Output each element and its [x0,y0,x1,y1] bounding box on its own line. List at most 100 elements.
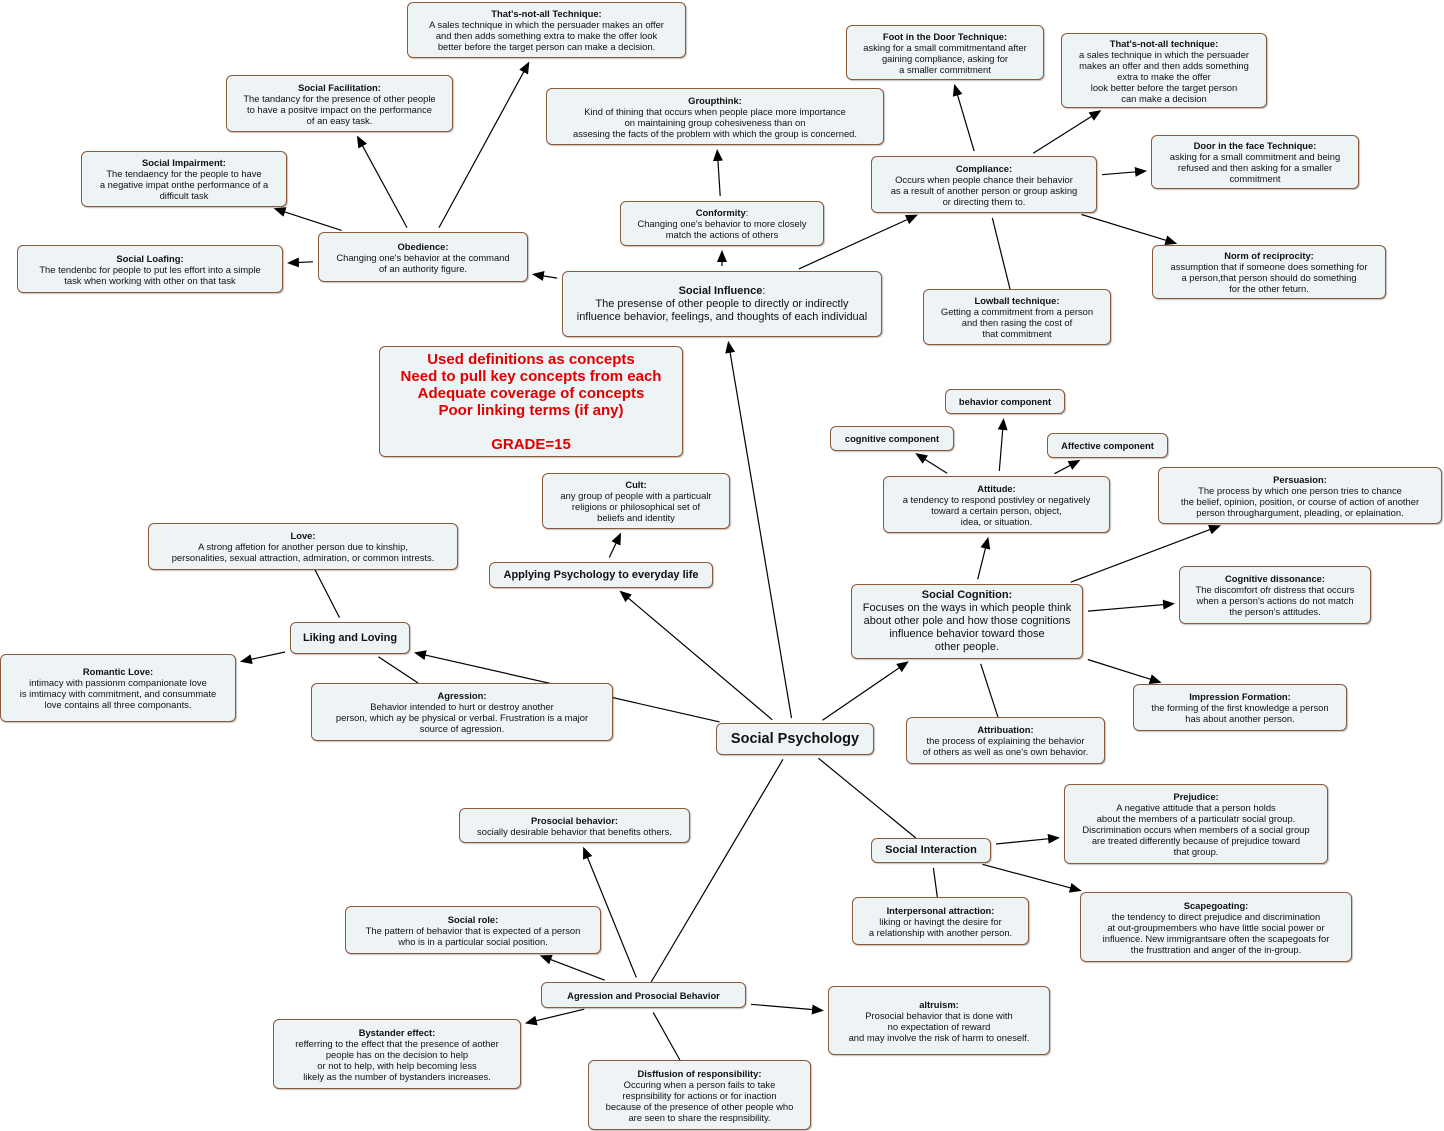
concept-description: the tendency to direct prejudice and dis… [1102,910,1330,955]
link-ll-love [314,569,341,618]
concept-title: That's-not-all Technique: [491,8,602,19]
concept-title: Lowball technique: [974,295,1060,306]
concept-description: The tendenbc for people to put les effor… [39,263,261,286]
concept-node-tna2[interactable]: That's-not-all technique:a sales techniq… [1061,33,1267,108]
title-separator: : [762,284,766,297]
link-comp-nor [1081,213,1178,246]
concept-title: Social Cognition: [921,589,1013,601]
concept-node-attr[interactable]: Attribuation:the process of explaining t… [906,717,1105,764]
concept-node-sc[interactable]: Social Cognition:Focuses on the ways in … [851,584,1083,659]
concept-node-alt[interactable]: altruism:Prosocial behavior that is done… [828,986,1050,1055]
concept-node-si[interactable]: Social Influence:The presense of other p… [562,271,882,337]
link-apb-alt [750,1003,824,1015]
link-apb-be [524,1008,585,1026]
concept-node-sg[interactable]: Scapegoating:the tendency to direct prej… [1080,892,1352,962]
concept-title: Affective component [1061,440,1154,451]
concept-description: A negative attitude that a person holds … [1082,802,1310,857]
concept-node-lb[interactable]: Lowball technique:Getting a commitment f… [923,289,1111,345]
concept-node-ob[interactable]: Obedience:Changing one's behavior at the… [318,232,528,282]
concept-description: The pattern of behavior that is expected… [365,924,581,947]
title-separator: : [745,207,749,218]
concept-node-sf[interactable]: Social Facilitation:The tandancy for the… [226,75,453,132]
concept-title: Agression and Prosocial Behavior [567,989,720,1001]
concept-node-nor[interactable]: Norm of reciprocity:assumption that if s… [1152,245,1386,299]
concept-title: Attribuation: [977,724,1034,735]
link-sc-pers [1070,524,1221,583]
concept-title: Social Influence: [678,284,766,297]
concept-title: Social Psychology [730,730,860,747]
link-ob-simp [273,207,342,231]
concept-title: Obedience: [397,240,449,252]
concept-node-note[interactable]: Used definitions as concepts Need to pul… [379,346,683,457]
concept-node-att[interactable]: Attitude:a tendency to respond postivley… [883,476,1110,533]
concept-node-pers[interactable]: Persuasion:The process by which one pers… [1158,467,1442,524]
concept-node-sint[interactable]: Social Interaction [871,838,991,863]
concept-description: the forming of the first knowledge a per… [1151,702,1329,724]
concept-node-cd[interactable]: Cognitive dissonance:The discomfort ofr … [1179,566,1371,624]
link-comp-tna2 [1032,110,1102,154]
link-sc-attr [980,663,999,718]
link-ob-tna1 [438,61,530,228]
concept-title: Social Facilitation: [298,81,381,93]
concept-title: Conformity: [695,207,749,218]
concept-node-bc[interactable]: behavior component [945,389,1065,414]
concept-node-conf[interactable]: Conformity:Changing one's behavior to mo… [620,201,824,246]
concept-title: cognitive component [844,433,940,444]
concept-node-ac[interactable]: Affective component [1047,433,1168,458]
concept-node-sp[interactable]: Social Psychology [716,723,874,755]
concept-node-ap[interactable]: Applying Psychology to everyday life [489,562,713,588]
concept-title: Cognitive dissonance: [1224,573,1326,584]
link-si-ob [531,271,558,281]
concept-description: refferring to the effect that the presen… [295,1037,499,1082]
concept-description: the process of explaining the behavior o… [922,735,1089,757]
link-apb-sr [539,954,605,981]
concept-title: Prejudice: [1173,791,1219,802]
concept-node-psb[interactable]: Prosocial behavior:socially desirable be… [459,808,690,843]
concept-node-be[interactable]: Bystander effect:refferring to the effec… [273,1019,521,1089]
concept-node-pre[interactable]: Prejudice:A negative attitude that a per… [1064,784,1328,864]
concept-node-love[interactable]: Love:A strong affetion for another perso… [148,523,458,570]
concept-node-ll[interactable]: Liking and Loving [290,622,410,654]
concept-node-ditf[interactable]: Door in the face Technique:asking for a … [1151,135,1359,189]
concept-description: The tendaency for the people to have a n… [99,168,269,201]
link-sp-sint [818,757,917,839]
concept-description: asking for a small commitmentand after g… [863,41,1027,75]
concept-node-cc[interactable]: cognitive component [830,426,954,451]
concept-node-comp[interactable]: Compliance:Occurs when people chance the… [871,156,1097,213]
concept-node-simp[interactable]: Social Impairment:The tendaency for the … [81,151,287,207]
concept-node-ag[interactable]: Agression:Behavior intended to hurt or d… [311,683,613,741]
concept-node-dr[interactable]: Disffusion of responsibility:Occuring wh… [588,1060,811,1130]
concept-description: A strong affetion for another person due… [171,541,435,563]
concept-node-if[interactable]: Impression Formation:the forming of the … [1133,684,1347,731]
concept-node-rl[interactable]: Romantic Love:intimacy with passionm com… [0,654,236,722]
concept-title: Groupthink: [688,94,742,106]
link-ob-sl [287,257,314,268]
link-si-comp [798,214,918,270]
concept-title: Prosocial behavior: [530,814,618,826]
link-sc-att [977,536,991,580]
concept-node-sr[interactable]: Social role:The pattern of behavior that… [345,906,601,954]
link-sp-ap [619,590,773,721]
concept-description: a tendency to respond postivley or negat… [902,493,1091,527]
link-att-bc [997,418,1008,472]
concept-title: altruism: [919,998,959,1010]
link-conf-gt [712,149,723,197]
concept-title: Norm of reciprocity: [1224,250,1314,261]
concept-description: Behavior intended to hurt or destroy ano… [335,701,589,734]
concept-description: Used definitions as concepts Need to pul… [400,350,662,453]
concept-node-ia[interactable]: Interpersonal attraction:liking or havin… [852,897,1029,945]
concept-description: liking or havingt the desire for a relat… [868,915,1013,938]
concept-description: asking for a small commitment and being … [1169,151,1341,184]
concept-node-sl[interactable]: Social Loafing:The tendenbc for people t… [17,245,283,293]
concept-node-tna1[interactable]: That's-not-all Technique:A sales techniq… [407,2,686,58]
concept-description: Changing one's behavior to more closely … [637,218,807,240]
link-sp-si [725,340,793,719]
concept-node-cult[interactable]: Cult:any group of people with a particua… [542,473,730,529]
concept-description: a sales technique in which the persuader… [1079,48,1249,104]
concept-title: Social Impairment: [142,157,226,168]
concept-title: That's-not-all technique: [1109,37,1219,49]
concept-node-gt[interactable]: Groupthink:Kind of thining that occurs w… [546,88,884,145]
concept-node-apb[interactable]: Agression and Prosocial Behavior [541,982,746,1008]
concept-node-fitd[interactable]: Foot in the Door Technique:asking for a … [846,25,1044,80]
concept-title: Bystander effect: [358,1026,436,1038]
